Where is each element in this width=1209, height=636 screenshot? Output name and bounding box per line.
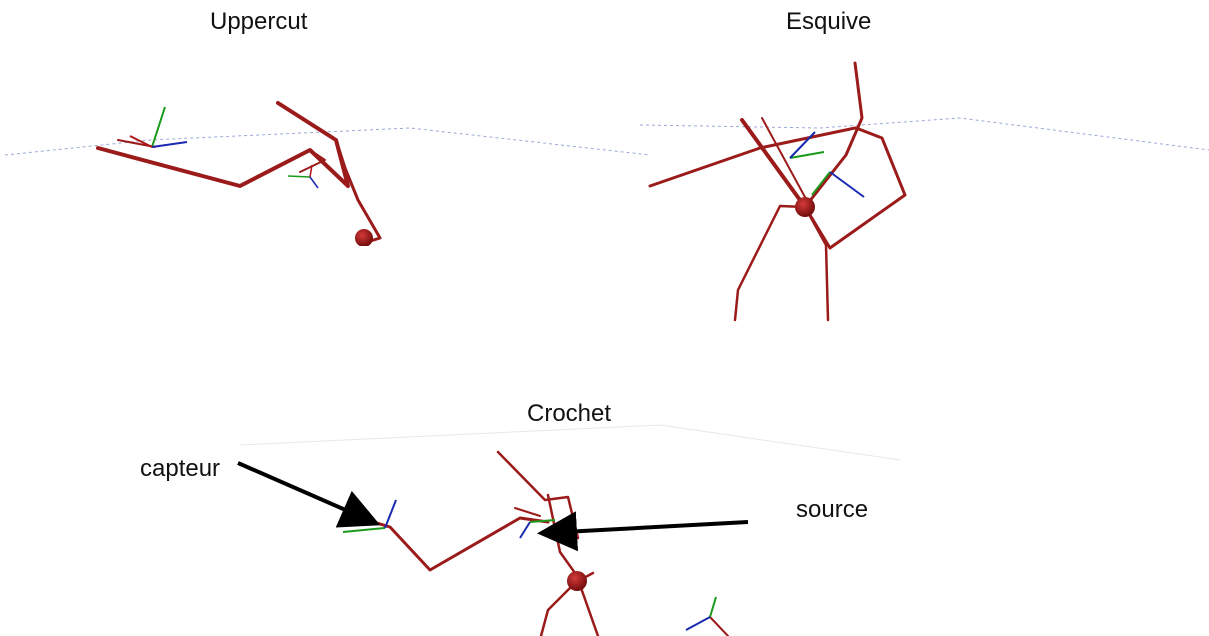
esquive-panel — [639, 61, 1209, 322]
crochet-title: Crochet — [527, 400, 612, 427]
esquive-source-axes-icon — [811, 171, 865, 198]
uppercut-panel — [4, 101, 651, 266]
uppercut-title: Uppercut — [210, 8, 308, 35]
uppercut-skeleton — [96, 101, 382, 245]
uppercut-source-axes-icon — [287, 164, 319, 189]
esquive-skeleton — [648, 61, 907, 322]
uppercut-sensor-axes-icon — [129, 106, 188, 148]
crochet-source-ball — [567, 571, 587, 591]
capteur-arrow — [237, 461, 381, 528]
crochet-sensor-axes-icon — [342, 499, 397, 533]
esquive-title: Esquive — [786, 8, 872, 35]
capteur-annotation: capteur — [140, 455, 221, 482]
crochet-skeleton — [368, 450, 729, 636]
uppercut-source-ball — [355, 229, 373, 247]
esquive-floor-line — [639, 117, 1209, 151]
crochet-panel — [237, 424, 901, 636]
source-annotation: source — [796, 496, 869, 523]
uppercut-floor-line — [4, 127, 651, 156]
source-arrow — [537, 511, 749, 552]
crochet-floor-line — [239, 424, 901, 461]
esquive-sensor-axes-icon — [789, 131, 825, 159]
esquive-source-ball — [795, 197, 815, 217]
crochet-extra-axes-icon — [685, 596, 717, 631]
